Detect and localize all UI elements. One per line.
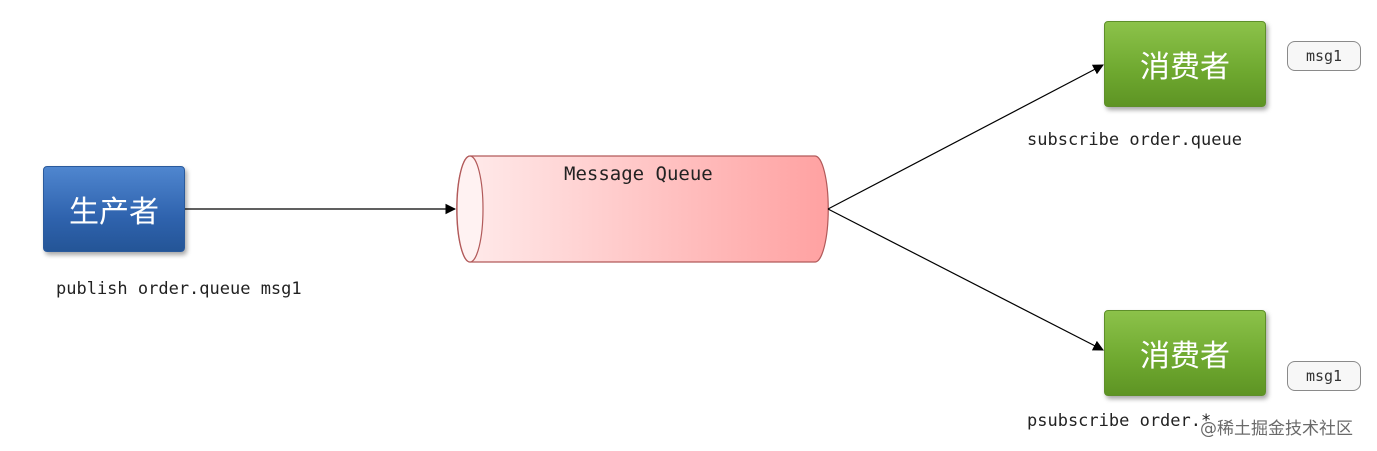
producer-command: publish order.queue msg1 <box>56 279 302 299</box>
producer-label: 生产者 <box>69 195 159 230</box>
consumer-2-command: psubscribe order.* <box>1027 411 1212 431</box>
watermark-text: @稀土掘金技术社区 <box>1200 419 1353 439</box>
queue-label: Message Queue <box>564 163 713 185</box>
consumer-1-label: 消费者 <box>1140 50 1230 85</box>
consumer-2-label: 消费者 <box>1140 339 1230 374</box>
arrow-queue-to-consumer-2 <box>827 208 1104 351</box>
message-queue-cylinder <box>456 155 829 263</box>
producer-box: 生产者 <box>43 166 185 252</box>
message-tag-1: msg1 <box>1287 41 1361 71</box>
consumer-box-1: 消费者 <box>1104 21 1266 107</box>
message-tag-1-text: msg1 <box>1305 47 1343 65</box>
message-tag-2-text: msg1 <box>1305 367 1343 385</box>
consumer-1-command: subscribe order.queue <box>1027 130 1242 150</box>
consumer-box-2: 消费者 <box>1104 310 1266 396</box>
arrow-queue-to-consumer-1 <box>827 64 1104 210</box>
message-tag-2: msg1 <box>1287 361 1361 391</box>
